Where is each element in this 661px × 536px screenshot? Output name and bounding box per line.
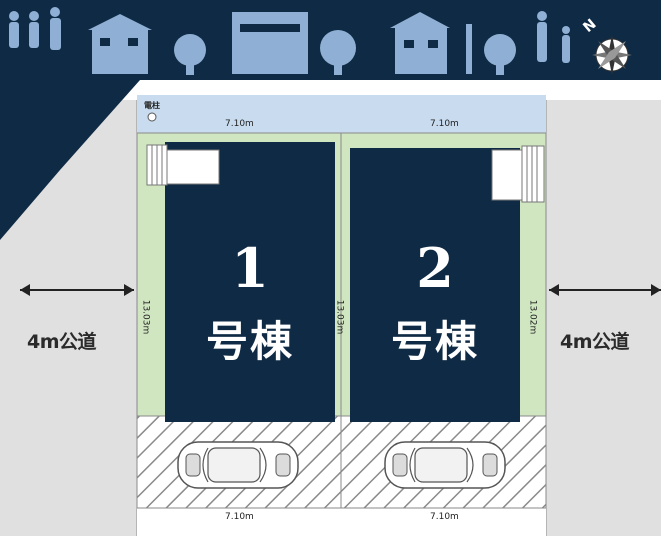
building-2-suffix: 号棟 [390, 317, 479, 366]
porch-1 [146, 144, 220, 186]
building-2-number: 2 [416, 236, 454, 300]
car-1-icon [177, 441, 299, 489]
lot-2-right-depth: 13.02m [527, 299, 538, 335]
building-1 [165, 142, 335, 422]
utility-pole-icon [147, 112, 157, 122]
utility-pole-label: 電柱 [144, 101, 160, 110]
top-strip [137, 95, 546, 133]
lot-2-left-depth: 13.03m [334, 299, 345, 335]
lot-2-top-width: 7.10m [430, 119, 459, 129]
compass-icon [592, 35, 632, 75]
left-road-label: 4m公道 [27, 331, 97, 353]
building-1-number: 1 [231, 236, 269, 300]
lot-1-top-width: 7.10m [225, 119, 254, 129]
porch-2 [491, 145, 545, 203]
right-road-label: 4m公道 [560, 331, 630, 353]
right-road-arrow [549, 284, 661, 296]
lot-2-bottom-width: 7.10m [430, 512, 459, 522]
right-road [546, 100, 661, 536]
skyline-illustration [9, 7, 570, 75]
lot-1-bottom-width: 7.10m [225, 512, 254, 522]
lot-1-left-depth: 13.03m [140, 299, 151, 335]
car-2-icon [384, 441, 506, 489]
left-road-arrow [20, 284, 134, 296]
building-1-suffix: 号棟 [205, 317, 294, 366]
